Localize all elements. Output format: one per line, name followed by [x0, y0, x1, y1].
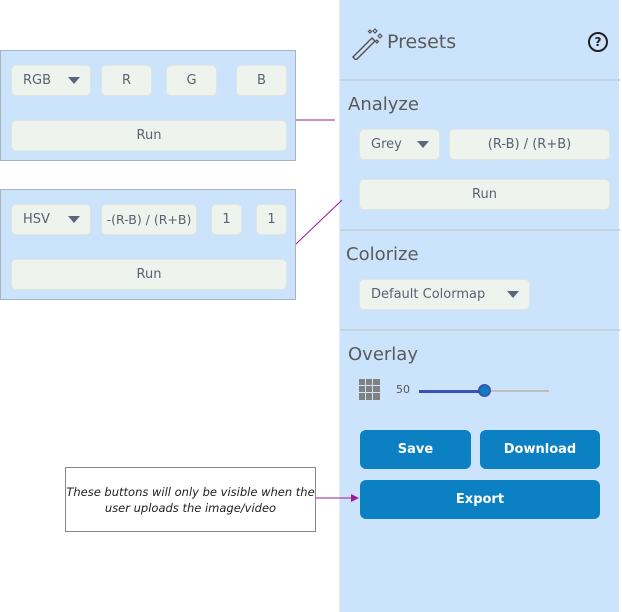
hsv-mode-value: HSV: [23, 212, 50, 227]
divider: [340, 329, 620, 331]
hsv-param2-input[interactable]: 1: [256, 204, 287, 235]
hsv-formula-input[interactable]: -(R-B) / (R+B): [101, 204, 197, 235]
magic-wand-icon: [351, 28, 383, 60]
rgb-preset-callout: RGB R G B Run: [0, 50, 296, 161]
channel-b-input[interactable]: B: [236, 65, 287, 96]
divider: [340, 79, 620, 81]
note-box: These buttons will only be visible when …: [65, 467, 316, 532]
rgb-mode-value: RGB: [23, 73, 52, 88]
grid-icon: [359, 379, 380, 400]
connector-line: [295, 199, 343, 245]
save-button[interactable]: Save: [360, 430, 471, 469]
chevron-down-icon: [507, 291, 519, 298]
chevron-down-icon: [68, 77, 80, 84]
slider-thumb[interactable]: [478, 384, 491, 397]
hsv-preset-callout: HSV -(R-B) / (R+B) 1 1 Run: [0, 189, 296, 300]
rgb-run-button[interactable]: Run: [11, 120, 287, 151]
export-button[interactable]: Export: [360, 480, 600, 519]
analyze-run-button[interactable]: Run: [359, 179, 610, 210]
overlay-slider[interactable]: [419, 384, 549, 397]
rgb-mode-select[interactable]: RGB: [11, 65, 91, 96]
analyze-title: Analyze: [348, 94, 419, 115]
chevron-down-icon: [417, 141, 429, 148]
colormap-select[interactable]: Default Colormap: [359, 279, 530, 310]
overlay-value: 50: [396, 383, 410, 396]
analyze-mode-value: Grey: [371, 137, 402, 152]
hsv-run-button[interactable]: Run: [11, 259, 287, 290]
overlay-title: Overlay: [348, 344, 418, 365]
hsv-mode-select[interactable]: HSV: [11, 204, 91, 235]
analyze-formula-input[interactable]: (R-B) / (R+B): [449, 129, 610, 160]
channel-r-input[interactable]: R: [101, 65, 152, 96]
slider-fill: [419, 389, 484, 393]
download-button[interactable]: Download: [480, 430, 600, 469]
chevron-down-icon: [68, 216, 80, 223]
colormap-value: Default Colormap: [371, 287, 486, 302]
presets-title: Presets: [387, 31, 457, 53]
hsv-param1-input[interactable]: 1: [211, 204, 242, 235]
presets-panel: Presets ? Analyze Grey (R-B) / (R+B) Run…: [339, 0, 620, 612]
divider: [340, 229, 620, 231]
colorize-title: Colorize: [346, 244, 419, 265]
analyze-mode-select[interactable]: Grey: [359, 129, 440, 160]
channel-g-input[interactable]: G: [166, 65, 217, 96]
question-circle-icon[interactable]: ?: [588, 32, 608, 52]
